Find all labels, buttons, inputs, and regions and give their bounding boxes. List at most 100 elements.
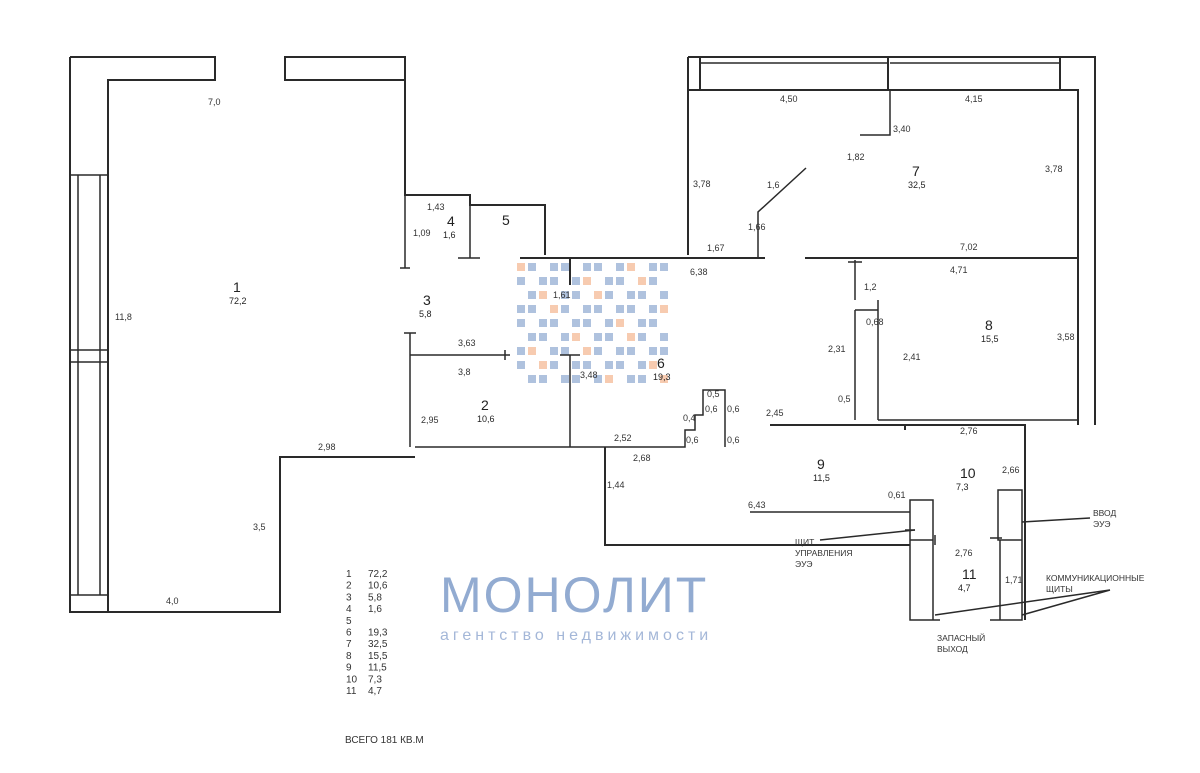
dimension-label: 2,41 xyxy=(903,352,921,362)
dimension-label: 11,8 xyxy=(115,312,132,322)
room-number: 4 xyxy=(447,213,455,229)
dimension-label: 0,6 xyxy=(727,404,740,414)
dimension-label: 1,09 xyxy=(413,228,431,238)
label-comm: КОММУНИКАЦИОННЫЕ xyxy=(1046,573,1145,583)
legend-room-area: 10,6 xyxy=(368,581,388,592)
watermark-square xyxy=(660,305,668,313)
dimension-label: 3,58 xyxy=(1057,332,1075,342)
watermark-square xyxy=(517,277,525,285)
legend-room-number: 5 xyxy=(346,616,352,627)
legend-room-area: 72,2 xyxy=(368,569,388,580)
room-number: 9 xyxy=(817,456,825,472)
room-number: 7 xyxy=(912,163,920,179)
watermark-square xyxy=(539,319,547,327)
label-shield: ЭУЭ xyxy=(795,559,812,569)
watermark-square xyxy=(539,291,547,299)
label-exit: ЗАПАСНЫЙ xyxy=(937,632,985,643)
watermark-square xyxy=(528,347,536,355)
room-area: 1,6 xyxy=(443,230,456,240)
legend-room-area: 4,7 xyxy=(368,686,382,697)
dimension-label: 2,76 xyxy=(960,426,978,436)
legend-total: ВСЕГО 181 КВ.М xyxy=(345,735,424,746)
watermark-square xyxy=(616,319,624,327)
equipment-labels: ЩИТ УПРАВЛЕНИЯ ЭУЭ ВВОД ЭУЭ КОММУНИКАЦИО… xyxy=(795,508,1145,654)
room-area: 5,8 xyxy=(419,309,432,319)
room-area: 4,7 xyxy=(958,583,971,593)
legend-room-area: 15,5 xyxy=(368,651,388,662)
legend-room-area: 7,3 xyxy=(368,674,382,685)
watermark-square xyxy=(660,291,668,299)
dimension-label: 0,61 xyxy=(888,490,906,500)
watermark-square xyxy=(528,263,536,271)
dimension-label: 0,6 xyxy=(686,435,699,445)
legend-room-number: 4 xyxy=(346,604,352,615)
legend-room-number: 3 xyxy=(346,592,352,603)
watermark-square xyxy=(638,291,646,299)
label-shield: УПРАВЛЕНИЯ xyxy=(795,548,853,558)
watermark-square xyxy=(605,319,613,327)
watermark-square xyxy=(660,333,668,341)
legend-room-number: 1 xyxy=(346,569,352,580)
watermark-square xyxy=(627,263,635,271)
watermark-square xyxy=(605,277,613,285)
dimension-label: 1,67 xyxy=(707,243,725,253)
dimension-label: 4,50 xyxy=(780,94,798,104)
dimension-label: 4,0 xyxy=(166,596,179,606)
legend-room-area: 19,3 xyxy=(368,628,388,639)
room-number: 1 xyxy=(233,279,241,295)
watermark-square xyxy=(539,277,547,285)
watermark-square xyxy=(561,375,569,383)
watermark-square xyxy=(605,291,613,299)
legend-room-number: 7 xyxy=(346,639,352,650)
watermark-square xyxy=(649,319,657,327)
dimension-label: 1,82 xyxy=(847,152,865,162)
watermark-square xyxy=(627,375,635,383)
watermark-square xyxy=(638,277,646,285)
watermark-brand: МОНОЛИТ xyxy=(440,567,708,623)
watermark-tagline: агентство недвижимости xyxy=(440,627,712,644)
watermark-square xyxy=(638,375,646,383)
watermark-square xyxy=(561,305,569,313)
watermark-square xyxy=(594,263,602,271)
watermark-square xyxy=(605,333,613,341)
watermark-square xyxy=(561,333,569,341)
dimension-label: 3,5 xyxy=(253,522,266,532)
watermark-square xyxy=(517,263,525,271)
watermark-square xyxy=(572,333,580,341)
room-area: 32,5 xyxy=(908,180,926,190)
dimension-label: 2,66 xyxy=(1002,465,1020,475)
watermark-square xyxy=(660,375,668,383)
dimension-label: 0,68 xyxy=(866,317,884,327)
watermark-square xyxy=(616,347,624,355)
watermark-square xyxy=(616,277,624,285)
dimension-label: 0,5 xyxy=(838,394,851,404)
dimension-label: 4,15 xyxy=(965,94,983,104)
dimension-label: 0,4 xyxy=(683,413,696,423)
room-area: 11,5 xyxy=(813,473,830,483)
dimension-label: 2,68 xyxy=(633,453,651,463)
watermark-square xyxy=(528,333,536,341)
dimension-label: 2,45 xyxy=(766,408,784,418)
watermark-square xyxy=(550,305,558,313)
watermark-square xyxy=(572,375,580,383)
watermark-square xyxy=(561,291,569,299)
watermark-square xyxy=(572,277,580,285)
room-number: 3 xyxy=(423,292,431,308)
legend-room-number: 6 xyxy=(346,628,352,639)
watermark-square xyxy=(528,305,536,313)
walls xyxy=(69,56,1111,621)
dimension-label: 1,61 xyxy=(553,290,571,300)
watermark-square xyxy=(550,361,558,369)
legend-room-number: 2 xyxy=(346,581,352,592)
watermark-square xyxy=(605,361,613,369)
dimension-label: 2,76 xyxy=(955,548,973,558)
label-exit: ВЫХОД xyxy=(937,644,968,654)
dimension-label: 1,66 xyxy=(748,222,766,232)
watermark-square xyxy=(561,347,569,355)
watermark-square xyxy=(627,347,635,355)
dimension-label: 4,71 xyxy=(950,265,968,275)
watermark-square xyxy=(528,375,536,383)
room-area: 7,3 xyxy=(956,482,969,492)
